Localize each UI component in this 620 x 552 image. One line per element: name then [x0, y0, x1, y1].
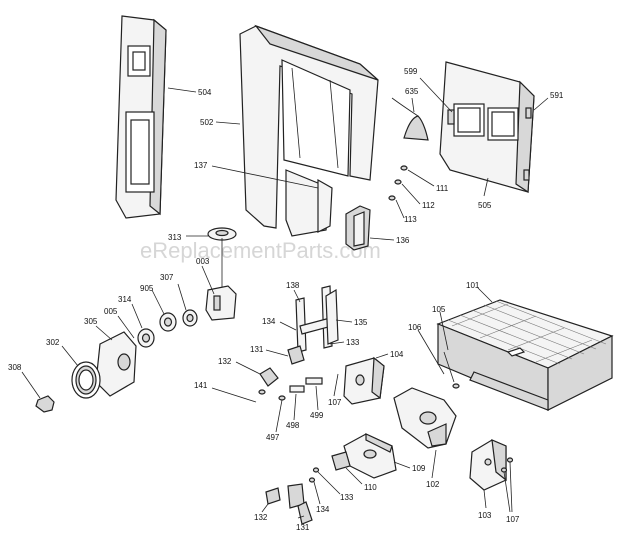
- label-137: 137: [194, 161, 208, 170]
- part-bearing-stack: [137, 309, 198, 348]
- label-102: 102: [426, 480, 440, 489]
- label-134a: 134: [262, 317, 276, 326]
- label-497: 497: [266, 433, 280, 442]
- label-101: 101: [466, 281, 480, 290]
- label-113: 113: [404, 215, 417, 224]
- label-132a: 132: [218, 357, 232, 366]
- label-131a: 131: [250, 345, 264, 354]
- part-111-112-113-screws: [388, 165, 408, 201]
- label-134b: 134: [316, 505, 330, 514]
- part-131-132-clamp: [258, 345, 305, 395]
- label-105: 105: [432, 305, 446, 314]
- label-635: 635: [405, 87, 419, 96]
- label-314: 314: [118, 295, 132, 304]
- part-308-knob: [35, 395, 55, 413]
- part-505-door: [439, 61, 535, 194]
- label-135: 135: [354, 318, 368, 327]
- label-305: 305: [84, 317, 98, 326]
- part-313-003-spindle: [205, 227, 237, 321]
- label-313: 313: [168, 233, 182, 242]
- label-003: 003: [196, 257, 210, 266]
- label-103: 103: [478, 511, 492, 520]
- label-131b: 131: [296, 523, 310, 532]
- label-133a: 133: [346, 338, 360, 347]
- label-498: 498: [286, 421, 300, 430]
- label-110: 110: [364, 483, 377, 492]
- label-905: 905: [140, 284, 154, 293]
- watermark-text: eReplacementParts.com: [140, 238, 381, 263]
- part-305-302-housing: [71, 331, 137, 399]
- label-104: 104: [390, 350, 404, 359]
- label-107b: 107: [506, 515, 520, 524]
- label-141: 141: [194, 381, 208, 390]
- part-138-135-brackets: [295, 285, 339, 353]
- label-109: 109: [412, 464, 426, 473]
- label-307: 307: [160, 273, 174, 282]
- label-505: 505: [478, 201, 492, 210]
- label-504: 504: [198, 88, 212, 97]
- label-308: 308: [8, 363, 22, 372]
- part-102-trunnion: [393, 387, 457, 449]
- label-133b: 133: [340, 493, 354, 502]
- part-502-frame: [239, 24, 379, 237]
- part-106-105-bolt: [443, 351, 460, 389]
- label-502: 502: [200, 118, 214, 127]
- part-103-bracket: [469, 439, 514, 491]
- label-138: 138: [286, 281, 300, 290]
- label-591: 591: [550, 91, 564, 100]
- label-499: 499: [310, 411, 324, 420]
- part-136-block: [345, 205, 371, 251]
- part-101-table: [436, 299, 614, 411]
- label-136: 136: [396, 236, 410, 245]
- part-635-brush: [391, 97, 429, 141]
- part-104-bracket: [343, 356, 385, 405]
- part-504-side-panel: [115, 15, 167, 219]
- label-599: 599: [404, 67, 418, 76]
- label-112: 112: [422, 201, 435, 210]
- part-lower-clamp-set: [265, 467, 320, 525]
- part-497-498-499-pins: [278, 377, 323, 401]
- label-106: 106: [408, 323, 422, 332]
- label-107a: 107: [328, 398, 342, 407]
- label-111: 111: [436, 184, 449, 193]
- label-132b: 132: [254, 513, 268, 522]
- label-005: 005: [104, 307, 118, 316]
- label-302: 302: [46, 338, 60, 347]
- part-109-bracket: [331, 433, 397, 479]
